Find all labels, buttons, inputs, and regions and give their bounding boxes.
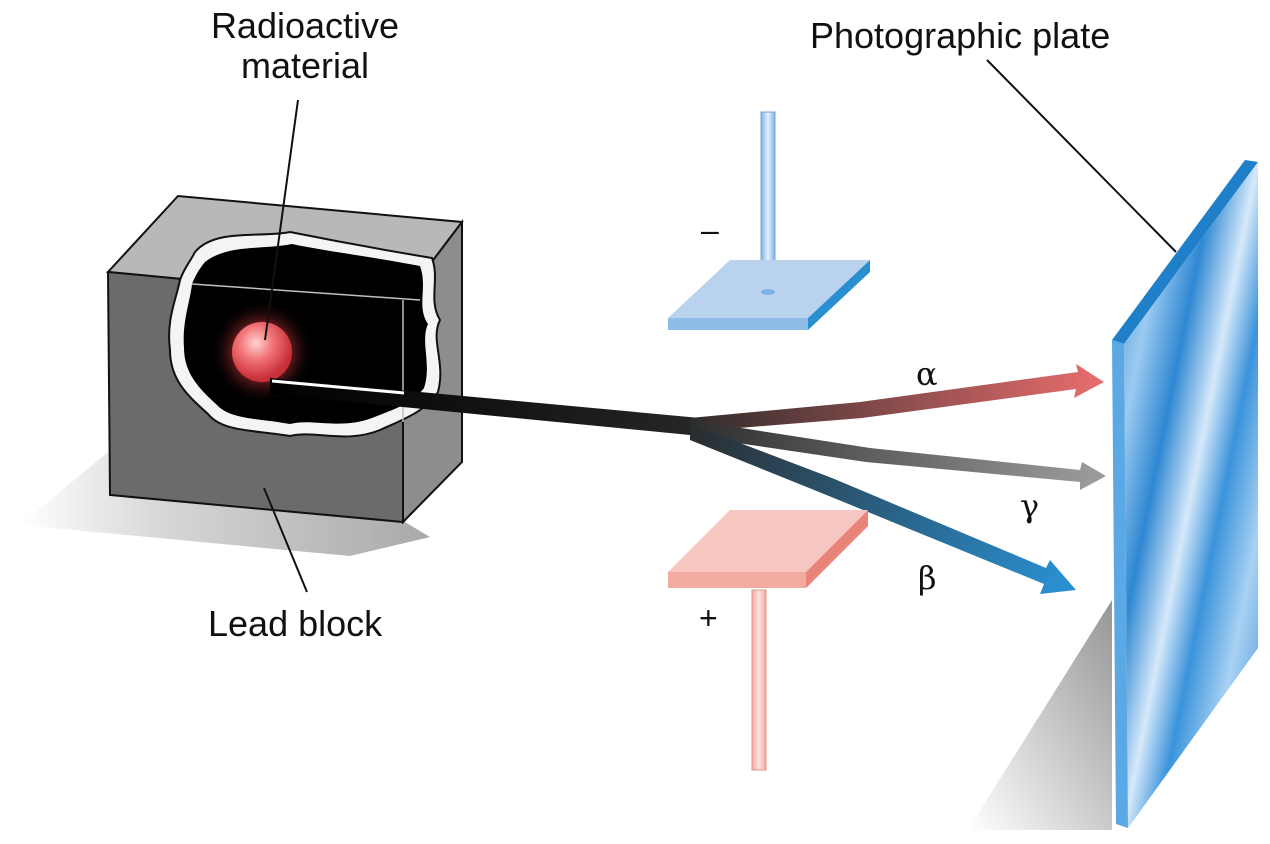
negative-plate-stem-base	[761, 289, 775, 295]
negative-sign-label: –	[701, 212, 719, 248]
photographic-plate	[1112, 160, 1258, 828]
radioactive-material-label: Radioactive material	[196, 6, 414, 86]
positive-plate-side	[806, 510, 868, 588]
gamma-label: γ	[1020, 487, 1040, 525]
positive-plate-front	[668, 572, 806, 588]
photographic-plate-edge	[1112, 160, 1258, 344]
beta-label: β	[918, 559, 937, 597]
gamma-beam	[690, 420, 1106, 490]
beam-highlight	[271, 379, 405, 395]
negative-plate-side	[808, 260, 870, 330]
photographic-plate-front-edge	[1112, 340, 1128, 828]
positive-sign-label: +	[699, 600, 718, 636]
positive-plate-top	[668, 510, 868, 572]
radioactive-pointer-line	[264, 99, 299, 341]
photographic-plate-face	[1124, 162, 1258, 828]
photographic-plate-label: Photographic plate	[810, 15, 1111, 56]
radiation-beam-trunk	[270, 378, 700, 436]
alpha-beam	[690, 364, 1104, 432]
beta-beam	[690, 424, 1076, 594]
positive-plate-stem	[751, 589, 767, 771]
negative-plate-top	[668, 260, 870, 318]
cavity-edge-line	[191, 283, 421, 301]
radioactive-label-line1: Radioactive	[210, 5, 400, 46]
radioactive-label-line2: material	[240, 45, 370, 86]
photographic-plate-shadow	[968, 600, 1112, 830]
negative-plate	[668, 111, 870, 330]
photographic-plate-pointer-line	[986, 59, 1177, 253]
positive-plate	[668, 510, 868, 771]
lead-block-shadow	[20, 452, 430, 556]
negative-plate-front	[668, 318, 808, 330]
alpha-label: α	[916, 355, 938, 393]
lead-block-label: Lead block	[208, 603, 383, 644]
radioactive-source	[232, 322, 292, 382]
lead-block-pointer-line	[263, 487, 308, 593]
